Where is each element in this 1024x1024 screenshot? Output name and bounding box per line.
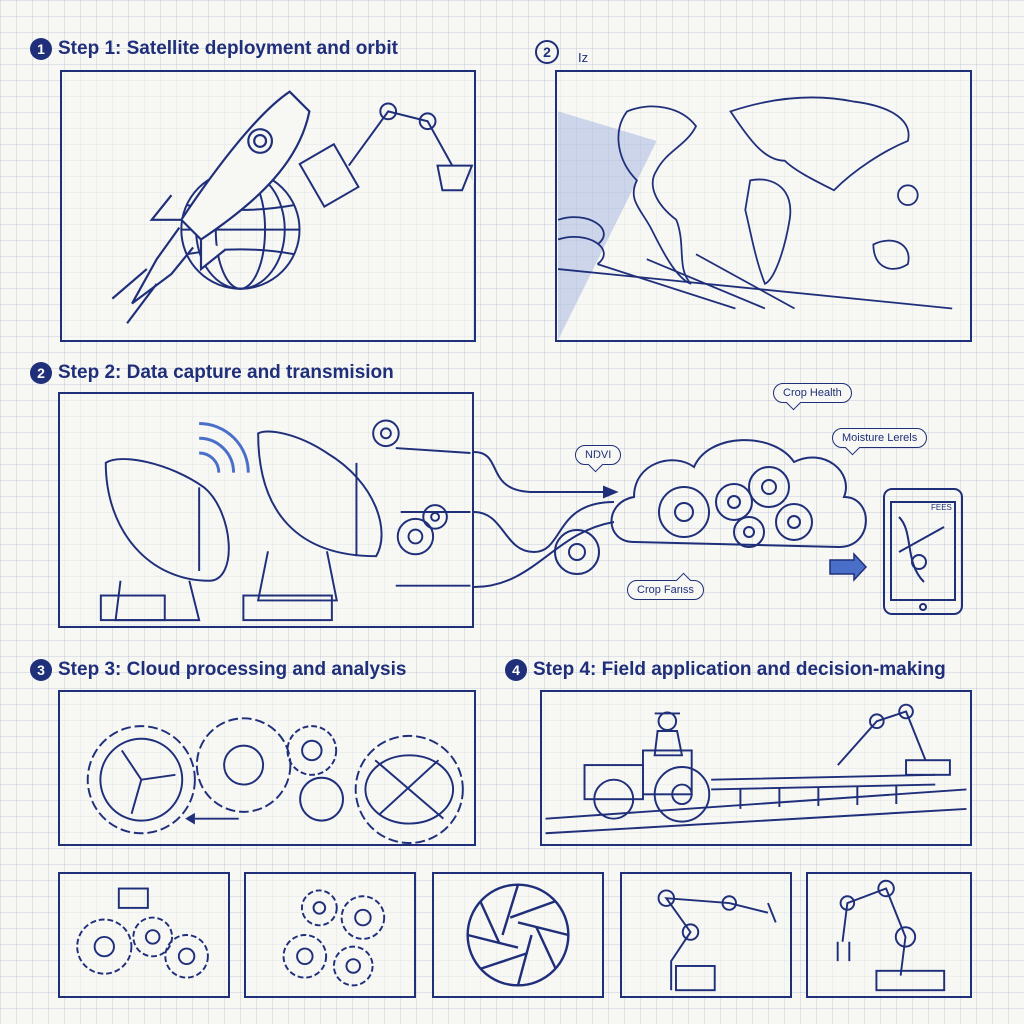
signal-waves-icon [199,422,250,473]
robotic-arm-icon [836,879,946,992]
step-2-number: 2 [30,362,52,384]
tablet-icon [883,488,963,615]
step-3-label: Step 3: Cloud processing and analysis [58,659,407,680]
cloud-icon [610,439,867,549]
world-map-icon [557,96,953,340]
step-1b-mark: Iz [578,50,589,65]
step-4-label: Step 4: Field application and decision-m… [533,659,946,680]
panel-satellite-deployment [60,70,476,342]
panel-data-capture [58,392,474,628]
step-1-title: 1 Step 1: Satellite deployment and orbit [30,38,398,60]
rocket-launch-illustration [111,90,474,340]
thumbnail-gears-2 [244,872,416,998]
rocket-icon [111,90,311,324]
aperture-icon [466,883,570,987]
step-2-title: 2 Step 2: Data capture and transmision [30,362,394,384]
gear-icon [282,889,386,987]
gears-illustration [86,717,464,844]
tablet-header: FEES [931,503,952,512]
thumbnail-aperture [432,872,604,998]
tractor-icon [583,749,936,823]
gear-icon [554,529,600,575]
thumbnail-robotic-arm-2 [806,872,972,998]
callout-crop-health: Crop Health [773,383,852,403]
robotic-arm-icon [837,703,951,776]
robotic-arm-icon [657,889,777,992]
gear-icon [76,887,209,979]
gear-icon [86,717,464,844]
satellite-icon [897,184,919,206]
farmer-icon [653,711,684,757]
thumbnail-gears-1 [58,872,230,998]
step-1b-number: 2 [535,40,559,64]
satellite-dish-icon [242,430,383,622]
robotic-arm-icon [298,102,474,208]
panel-world-map [555,70,972,342]
arrow-to-tablet [829,552,868,582]
field-rows [557,216,953,310]
gear-icon [658,466,813,548]
step-1-label: Step 1: Satellite deployment and orbit [58,38,398,59]
thumbnail-robotic-arm-1 [620,872,792,998]
callout-moisture-levels: Moisture Lerels [832,428,928,448]
panel-cloud-processing [58,690,476,846]
satellite-dish-icon [99,458,230,622]
panel-field-application [540,690,972,846]
step-3-number: 3 [30,659,52,681]
step-3-title: 3 Step 3: Cloud processing and analysis [30,659,406,681]
gear-icon [372,419,448,556]
callout-ndvi: NDVI [575,445,622,465]
tractor-field-illustration [545,703,967,835]
step-1b-title: 2 [535,40,565,64]
step-4-title: 4 Step 4: Field application and decision… [505,659,946,681]
step-4-number: 4 [505,659,527,681]
step-1-number: 1 [30,38,52,60]
data-flow-diagram: FEES [474,439,963,615]
satellite-dishes-illustration [99,419,471,622]
step-2-label: Step 2: Data capture and transmision [58,362,394,383]
callout-crop-fields: Crop Fariss [627,580,704,600]
